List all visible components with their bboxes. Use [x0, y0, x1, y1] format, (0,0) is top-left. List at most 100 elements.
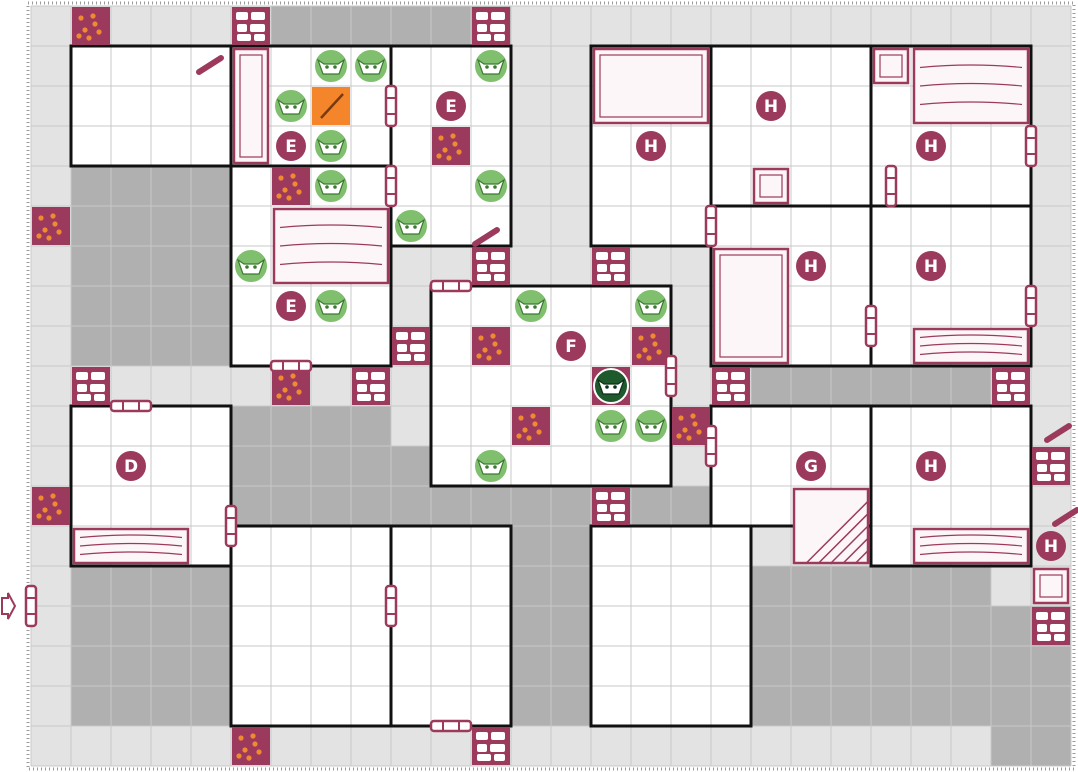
- goblin-face-icon[interactable]: [313, 168, 349, 204]
- goblin-face-icon[interactable]: [513, 288, 549, 324]
- block-stone: [1051, 452, 1065, 460]
- room-label-h[interactable]: H: [796, 251, 826, 281]
- table-icon[interactable]: [72, 527, 190, 565]
- token-eye: [333, 145, 337, 149]
- room-label-h[interactable]: H: [916, 131, 946, 161]
- goblin-face-icon[interactable]: [313, 48, 349, 84]
- rubble-icon: [672, 407, 710, 445]
- goblin-face-icon[interactable]: [633, 408, 669, 444]
- door-icon[interactable]: [864, 304, 878, 348]
- stairs-icon[interactable]: [792, 487, 870, 565]
- room-label-h[interactable]: H: [636, 131, 666, 161]
- block-stone: [1037, 464, 1047, 472]
- arrow-right-outline-icon[interactable]: [1, 592, 17, 620]
- rubble-dot: [446, 155, 452, 161]
- highlight-tile[interactable]: [312, 87, 350, 125]
- stair-step: [805, 500, 869, 564]
- goblin-face-icon[interactable]: [233, 248, 269, 284]
- room-label-h[interactable]: H: [916, 251, 946, 281]
- door-icon[interactable]: [224, 504, 238, 548]
- token-eye: [413, 225, 417, 229]
- token-eye: [613, 385, 617, 389]
- room-label-d[interactable]: D: [116, 451, 146, 481]
- bookcase-icon[interactable]: [912, 47, 1030, 125]
- token-eye: [645, 305, 649, 309]
- wood-grain: [919, 534, 1023, 539]
- table-icon-body: [912, 327, 1030, 365]
- goblin-face-icon[interactable]: [473, 448, 509, 484]
- goblin-face-icon[interactable]: [393, 208, 429, 244]
- block-icon: [1032, 447, 1070, 485]
- goblin-face-icon[interactable]: [353, 48, 389, 84]
- table-icon[interactable]: [912, 327, 1030, 365]
- goblin-face-icon[interactable]: [313, 128, 349, 164]
- room-label-e[interactable]: E: [276, 131, 306, 161]
- weapon-icon[interactable]: [1052, 507, 1078, 527]
- door-icon[interactable]: [384, 84, 398, 128]
- rubble-dot: [678, 415, 684, 421]
- table-icon[interactable]: [912, 527, 1030, 565]
- room-label-text: H: [924, 457, 938, 477]
- room-label-h[interactable]: H: [916, 451, 946, 481]
- rubble-dot: [286, 195, 292, 201]
- weapon-icon[interactable]: [196, 55, 224, 75]
- block-stone: [597, 514, 611, 521]
- room-label-badge: [756, 91, 786, 121]
- room-label-h[interactable]: H: [756, 91, 786, 121]
- block-stone: [597, 274, 611, 281]
- chest-icon[interactable]: [1032, 567, 1070, 605]
- door-frame: [384, 84, 398, 128]
- token-eye: [325, 185, 329, 189]
- rubble-dot: [686, 435, 692, 441]
- room-label-h[interactable]: H: [1036, 531, 1066, 561]
- door-icon[interactable]: [109, 399, 153, 413]
- door-icon[interactable]: [1024, 124, 1038, 168]
- wood-grain: [279, 261, 383, 266]
- goblin-face-icon[interactable]: [273, 88, 309, 124]
- block-stone: [996, 372, 1008, 380]
- block-stone: [77, 394, 91, 401]
- weapon-icon[interactable]: [1044, 423, 1072, 443]
- table-icon[interactable]: [272, 207, 390, 285]
- rubble-dot: [76, 33, 82, 39]
- goblin-face-icon[interactable]: [633, 288, 669, 324]
- door-icon[interactable]: [429, 279, 473, 293]
- wood-grain: [279, 224, 383, 229]
- goblin-face-icon[interactable]: [313, 288, 349, 324]
- room-label-g[interactable]: G: [796, 451, 826, 481]
- door-icon[interactable]: [704, 424, 718, 468]
- chest-icon[interactable]: [872, 47, 910, 85]
- room-label-e[interactable]: E: [276, 291, 306, 321]
- desk-icon[interactable]: [592, 47, 710, 125]
- door-icon[interactable]: [429, 719, 473, 733]
- chest-icon[interactable]: [752, 167, 790, 205]
- door-icon[interactable]: [24, 584, 38, 628]
- goblin-face-icon[interactable]: [473, 168, 509, 204]
- tomb-icon[interactable]: [232, 47, 270, 165]
- door-icon[interactable]: [704, 204, 718, 248]
- goblin-face-icon[interactable]: [473, 48, 509, 84]
- door-icon[interactable]: [884, 164, 898, 208]
- door-icon[interactable]: [384, 164, 398, 208]
- room-label-badge: [916, 451, 946, 481]
- orc-warlord-face-icon[interactable]: [593, 368, 629, 404]
- room-wall: [869, 404, 1033, 568]
- token-face: [636, 418, 666, 435]
- door-icon[interactable]: [1024, 284, 1038, 328]
- room-label-e[interactable]: E: [436, 91, 466, 121]
- block-stone: [734, 394, 745, 401]
- weapon-icon[interactable]: [472, 227, 500, 247]
- room-label-text: H: [924, 137, 938, 157]
- door-icon[interactable]: [664, 354, 678, 398]
- table-icon-body: [912, 527, 1030, 565]
- rubble-dot: [56, 509, 62, 515]
- door-icon[interactable]: [269, 359, 313, 373]
- token-eye: [645, 425, 649, 429]
- fireplace-icon[interactable]: [712, 247, 790, 365]
- goblin-face-icon[interactable]: [593, 408, 629, 444]
- block-stone: [1014, 394, 1025, 401]
- door-icon[interactable]: [384, 584, 398, 628]
- chest-icon-detail: [879, 54, 903, 78]
- block-stone: [397, 344, 407, 352]
- room-label-f[interactable]: F: [556, 331, 586, 361]
